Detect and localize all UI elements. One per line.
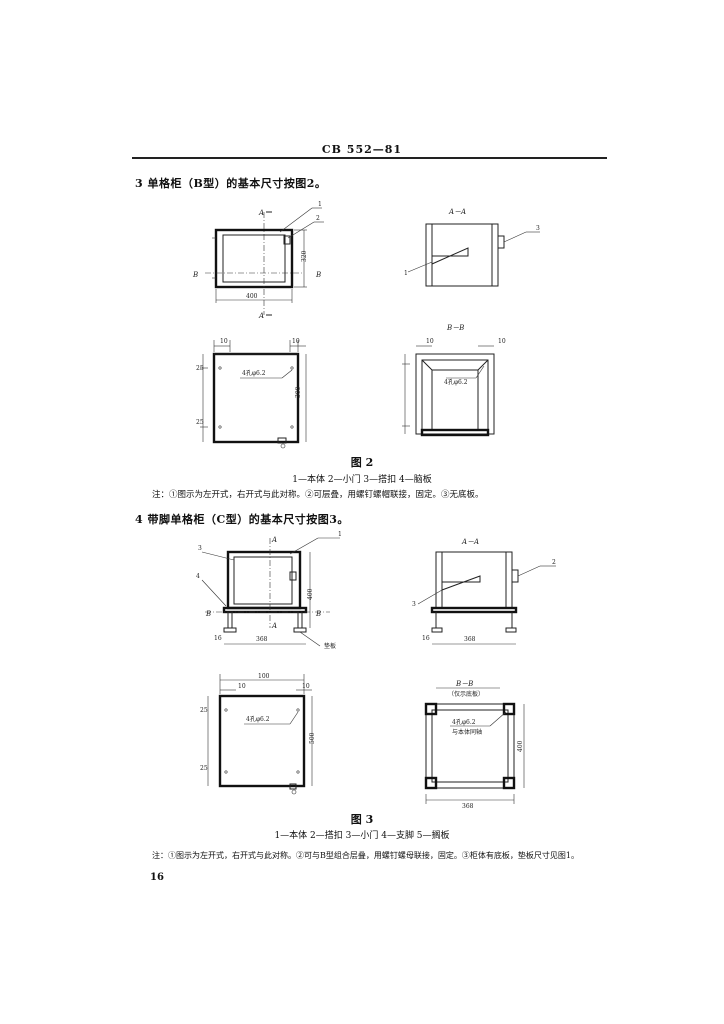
fig3-hole-b: 4孔φ6.2: [452, 718, 476, 726]
fig2-side-view: [200, 340, 307, 449]
fig3-d368c: 368: [462, 803, 474, 810]
fig3-aa-title: A－A: [461, 538, 479, 546]
fig2-a-top: A: [258, 209, 264, 217]
fig2-dim-width: 400: [246, 293, 258, 300]
fig2-d10b: 10: [292, 338, 300, 345]
fig3-a-bot: A: [271, 622, 277, 630]
fig3-d400b: 400: [517, 740, 524, 752]
fig2-side-height: 300: [295, 386, 302, 398]
fig2-front-view: [205, 207, 324, 316]
fig2-dim-height: 320: [301, 250, 308, 262]
fig3-top-100: 100: [258, 673, 270, 680]
fig3-d368b: 368: [464, 636, 476, 643]
fig2-d10c: 10: [426, 338, 434, 345]
fig3-note: 注：①图示为左开式，右开式与此对称。②可与B型组合层叠，用螺钉螺母联接，固定。③…: [152, 851, 579, 860]
fig2-hole-b: 4孔φ6.2: [444, 378, 468, 386]
fig3-pad: 垫板: [324, 642, 336, 650]
fig2-d25: 25: [196, 365, 204, 372]
fig2-n1: 1: [318, 201, 322, 208]
fig2-a-bot: A: [258, 312, 264, 320]
fig3-n3: 3: [198, 545, 202, 552]
fig2-n2: 2: [316, 215, 320, 222]
fig3-legend: 1—本体 2—搭扣 3—小门 4—支脚 5—搁板: [274, 831, 450, 841]
fig3-d10: 10: [238, 683, 246, 690]
fig3-n1: 1: [338, 531, 342, 538]
fig2-n4: 1: [404, 270, 408, 277]
fig2-d25b: 25: [196, 419, 204, 426]
fig3-d16: 16: [214, 635, 222, 642]
fig2-d10a: 10: [220, 338, 228, 345]
fig2-n3: 3: [536, 225, 540, 232]
fig3-front-view: [201, 537, 340, 647]
fig2-section-bb: [402, 345, 495, 437]
fig3-hole-b2: 与本体同轴: [452, 728, 482, 736]
fig2-aa-title: A－A: [448, 208, 466, 216]
fig2-hole-a: 4孔φ6.2: [242, 369, 266, 377]
fig2-b-right: B: [315, 271, 321, 279]
fig3-d16b: 16: [422, 635, 430, 642]
page-number: 16: [150, 872, 164, 883]
fig2-note: 注：①图示为左开式，右开式与此对称。②可层叠，用螺钉螺帽联接，固定。③无底板。: [152, 490, 484, 500]
fig3-bb-sub: （仅示底板）: [448, 690, 484, 698]
fig2-d10d: 10: [498, 338, 506, 345]
fig3-b-left: B: [205, 610, 211, 618]
fig3-section-bb: [424, 687, 525, 804]
header-rule: [132, 157, 607, 159]
fig3-n5: 3: [412, 601, 416, 608]
fig3-b-right: B: [315, 610, 321, 618]
fig3-d10b: 10: [302, 683, 310, 690]
fig3-hole-a: 4孔φ6.2: [246, 715, 270, 723]
fig3-a-top: A: [271, 536, 277, 544]
fig2-b-left: B: [192, 271, 198, 279]
fig2-section-aa: [407, 223, 540, 287]
section-3-heading: 3 单格柜（B型）的基本尺寸按图2。: [135, 177, 327, 190]
fig3-section-aa: [417, 551, 556, 645]
fig3-bb-title: B－B: [455, 680, 473, 688]
standard-number: CB 552—81: [321, 143, 403, 156]
fig2-title: 图 2: [350, 456, 374, 469]
fig3-title: 图 3: [350, 813, 374, 826]
fig3-d500: 500: [309, 732, 316, 744]
section-4-heading: 4 带脚单格柜（C型）的基本尺寸按图3。: [135, 513, 349, 526]
fig2-bb-title: B－B: [446, 324, 464, 332]
fig2-legend: 1—本体 2—小门 3—搭扣 4—脑板: [292, 475, 432, 485]
fig3-n2: 2: [552, 559, 556, 566]
fig3-side-view: [207, 674, 313, 795]
fig3-side-400: 400: [307, 588, 314, 600]
fig3-d25: 25: [200, 707, 208, 714]
fig3-d25b: 25: [200, 765, 208, 772]
fig3-n4: 4: [196, 573, 200, 580]
fig3-d368: 368: [256, 636, 268, 643]
